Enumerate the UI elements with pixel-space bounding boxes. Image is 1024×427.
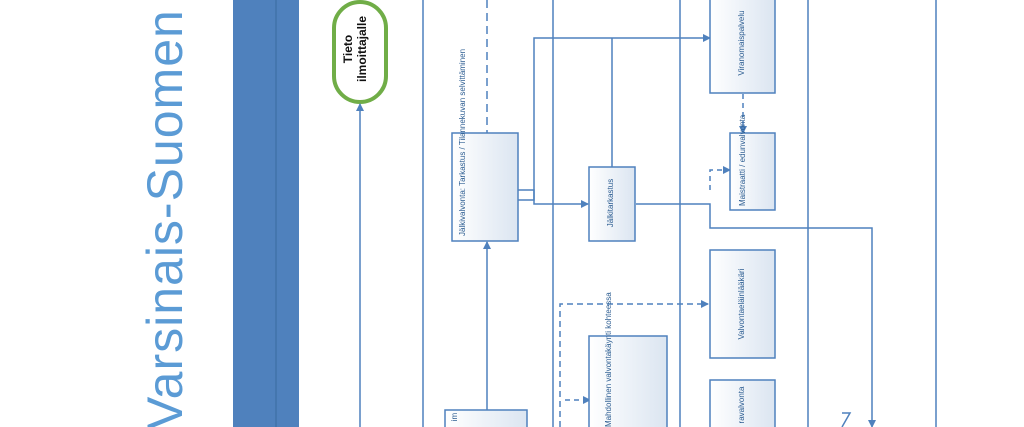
jalkitarkastus-label: Jälkitarkastus	[606, 178, 615, 228]
page-title: Varsinais-Suomen pel	[137, 0, 193, 427]
terminator-shape	[332, 0, 388, 104]
terminator-label-line1: Tieto	[341, 34, 355, 64]
ravalvonta-label: ravalvonta	[737, 386, 746, 424]
terminator-label: Tieto ilmoittajalle	[341, 4, 369, 94]
line-to-jalkitarkastus	[518, 189, 589, 208]
terminator-label-line2: ilmoittajalle	[355, 15, 369, 83]
dashed-side-to-maistraatti	[709, 166, 731, 190]
im-label: im	[450, 412, 459, 422]
swimlane-lines	[422, 0, 937, 427]
process-boxes	[444, 0, 776, 427]
box-ravalvonta	[709, 379, 776, 427]
partial-symbol	[841, 412, 852, 427]
box-jalkivalvonta	[451, 132, 519, 242]
box-valvontakaynti	[588, 335, 668, 427]
box-maistraatti	[729, 132, 776, 211]
box-viranomaispalvelu	[709, 0, 776, 94]
valvontakaynti-label: Mahdollinen valvontakäynti kohteessa	[604, 292, 613, 427]
header-band	[233, 0, 299, 427]
connectors	[356, 0, 876, 427]
box-jalkitarkastus	[588, 166, 636, 242]
valvontaelain-label: Valvontaeläinlääkäri	[737, 268, 746, 340]
maistraatti-label: Maistraatti / edunvalvonta	[738, 114, 747, 206]
box-valvontaelain	[709, 249, 776, 359]
box-im	[444, 409, 528, 427]
viranomaispalvelu-label: Viranomaispalvelu	[737, 10, 746, 76]
jalkivalvonta-label: Jälkivalvonta: Tarkastus / Tilannekuvan …	[458, 48, 467, 236]
dashed-to-valvontaelain	[559, 300, 709, 427]
line-down-right	[636, 203, 876, 427]
line-to-viranomaispalvelu	[518, 34, 711, 201]
